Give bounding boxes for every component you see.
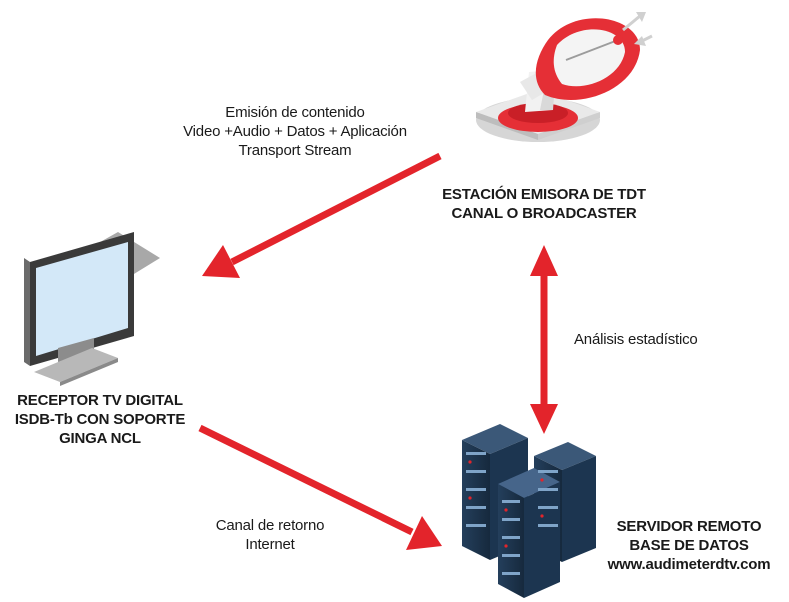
broadcaster-title-line-1: ESTACIÓN EMISORA DE TDT [442,186,646,203]
analysis-label: Análisis estadístico [574,331,734,350]
broadcaster-title: ESTACIÓN EMISORA DE TDT CANAL O BROADCAS… [434,186,654,224]
satellite-dish-icon [476,12,653,142]
broadcast-label-line-1: Emisión de contenido [225,104,365,121]
tv-monitor-icon [24,232,160,386]
arrow-analysis [530,245,558,434]
server-title-line-3: www.audimeterdtv.com [607,555,771,573]
arrow-return-channel [198,424,442,550]
server-rack-icon [462,424,596,598]
broadcast-label-line-3: Transport Stream [238,141,352,159]
broadcast-label-line-2: Video +Audio + Datos + Aplicación [183,122,407,140]
broadcast-label: Emisión de contenido Video +Audio + Dato… [145,104,445,160]
receiver-title-line-1: RECEPTOR TV DIGITAL [17,392,183,409]
receiver-title: RECEPTOR TV DIGITAL ISDB-Tb CON SOPORTE … [2,392,198,448]
server-title-line-1: SERVIDOR REMOTO [616,518,762,535]
server-title: SERVIDOR REMOTO BASE DE DATOS www.audime… [596,518,782,574]
arrow-broadcast [202,152,442,278]
broadcaster-title-line-2: CANAL O BROADCASTER [451,204,637,222]
receiver-title-line-2: ISDB-Tb CON SOPORTE [14,410,186,428]
return-channel-label-line-1: Canal de retorno [215,517,325,534]
analysis-label-line-1: Análisis estadístico [574,331,698,348]
receiver-title-line-3: GINGA NCL [59,429,141,447]
server-title-line-2: BASE DE DATOS [629,536,749,554]
return-channel-label-line-2: Internet [245,535,295,553]
return-channel-label: Canal de retorno Internet [200,517,340,555]
